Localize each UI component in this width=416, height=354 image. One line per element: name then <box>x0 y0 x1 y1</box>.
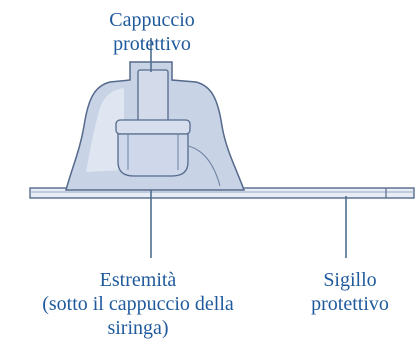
cap-label-line-2: protettivo <box>113 33 191 55</box>
tip-label: Estremità (sotto il cappuccio della siri… <box>6 268 270 340</box>
cap-label-line-1: Cappuccio <box>109 9 195 31</box>
cap-dome-highlight <box>86 88 124 172</box>
cap-label: Cappuccio protettivo <box>96 8 208 56</box>
seal-label-line-2: protettivo <box>311 293 389 315</box>
tip-label-line-3: siringa) <box>107 317 169 339</box>
seal-label: Sigillo protettivo <box>294 268 406 316</box>
tip-label-line-2: (sotto il cappuccio della <box>42 293 234 315</box>
tip-label-line-1: Estremità <box>99 269 177 291</box>
syringe-cap-inner <box>115 69 221 187</box>
seal-label-line-1: Sigillo <box>323 269 377 291</box>
